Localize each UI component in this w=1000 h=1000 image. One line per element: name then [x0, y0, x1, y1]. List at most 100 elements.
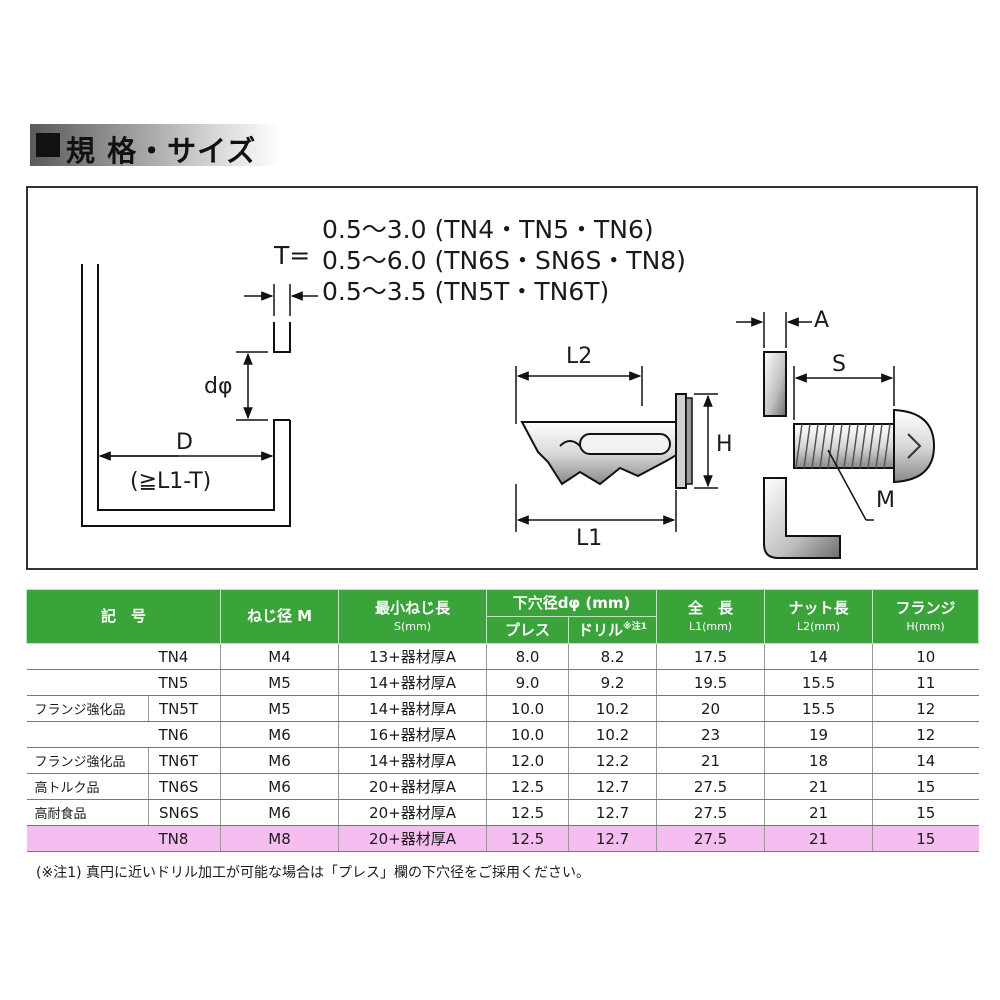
cell-variant: [26, 643, 149, 670]
panel-cross-section: [81, 264, 291, 527]
cell-l1: 27.5: [656, 825, 765, 852]
cell-variant: フランジ強化品: [26, 747, 149, 774]
cell-drill: 12.7: [568, 825, 657, 852]
header-thread: ねじ径 M: [220, 589, 340, 644]
cell-l1: 27.5: [656, 773, 765, 800]
dimension-diagram: 0.5～3.0 (TN4・TN5・TN6) T= 0.5～6.0 (TN6S・S…: [26, 186, 978, 570]
header-nut-unit: L2(mm): [796, 619, 841, 633]
header-drill-note: ※注1: [623, 621, 648, 632]
header-nut-label: ナット長: [788, 599, 849, 617]
dphi-label: dφ: [204, 374, 233, 399]
cell-l1: 23: [656, 721, 765, 748]
cell-code: TN5: [148, 669, 221, 696]
cell-code: TN8: [148, 825, 221, 852]
cell-h: 11: [872, 669, 979, 696]
cell-m: M6: [220, 799, 339, 826]
cell-drill: 10.2: [568, 695, 657, 722]
cell-variant: フランジ強化品: [26, 695, 149, 722]
cell-code: TN6T: [147, 747, 221, 774]
nut-dimensions: [515, 366, 718, 532]
cell-m: M8: [220, 825, 339, 852]
section-heading: 規 格・サイズ: [30, 124, 280, 168]
cell-s: 14+器材厚A: [338, 747, 487, 774]
cell-press: 9.0: [486, 669, 569, 696]
cell-l2: 15.5: [764, 695, 873, 722]
footnote: (※注1) 真円に近いドリル加工が可能な場合は「プレス」欄の下穴径をご採用くださ…: [36, 865, 591, 881]
d-condition-label: (≧L1-T): [130, 469, 212, 494]
h-label: H: [716, 432, 733, 457]
cell-m: M6: [220, 747, 339, 774]
header-drill: ドリル※注1: [568, 616, 658, 644]
header-code: 記 号: [25, 589, 222, 644]
cell-variant: [26, 825, 149, 852]
cell-code: TN4: [148, 643, 221, 670]
heading-square-marker: [36, 133, 60, 157]
cell-s: 14+器材厚A: [338, 669, 487, 696]
table-header-row-1: 記 号 ねじ径 M 最小ねじ長 S(mm) 下穴径dφ (mm) 全 長 L1(…: [25, 589, 980, 644]
header-nut: ナット長 L2(mm): [764, 589, 874, 644]
cell-drill: 12.7: [568, 773, 657, 800]
cell-l1: 19.5: [656, 669, 765, 696]
cell-h: 12: [872, 695, 979, 722]
dphi-dimension: [236, 351, 268, 421]
cell-s: 16+器材厚A: [338, 721, 487, 748]
cell-l2: 19: [764, 721, 873, 748]
a-label: A: [814, 308, 830, 333]
cell-drill: 12.2: [568, 747, 657, 774]
t-range-line-2: 0.5～6.0 (TN6S・SN6S・TN8): [322, 246, 686, 275]
screw-dimensions: [736, 312, 895, 521]
cell-code: TN6S: [147, 773, 221, 800]
cell-drill: 9.2: [568, 669, 657, 696]
header-total: 全 長 L1(mm): [656, 589, 766, 644]
cell-s: 20+器材厚A: [338, 799, 487, 826]
cell-l2: 21: [764, 825, 873, 852]
m-label: M: [876, 488, 895, 513]
l2-label: L2: [566, 344, 593, 369]
header-min-length-unit: S(mm): [394, 619, 432, 633]
cell-variant: [26, 669, 149, 696]
t-dimension: [244, 284, 318, 316]
cell-code: SN6S: [147, 799, 221, 826]
cell-press: 8.0: [486, 643, 569, 670]
cell-code: TN5T: [147, 695, 221, 722]
cell-l1: 27.5: [656, 799, 765, 826]
cell-drill: 10.2: [568, 721, 657, 748]
cell-h: 15: [872, 825, 979, 852]
cell-m: M6: [220, 773, 339, 800]
cell-press: 10.0: [486, 695, 569, 722]
cell-l1: 17.5: [656, 643, 765, 670]
cell-code: TN6: [148, 721, 221, 748]
cell-variant: 高耐食品: [26, 799, 149, 826]
cell-variant: 高トルク品: [26, 773, 149, 800]
heading-title: 規 格・サイズ: [66, 134, 257, 168]
cell-press: 12.5: [486, 825, 569, 852]
cell-drill: 8.2: [568, 643, 657, 670]
cell-h: 15: [872, 773, 979, 800]
header-min-length: 最小ねじ長 S(mm): [338, 589, 488, 644]
header-flange-unit: H(mm): [906, 619, 945, 633]
cell-h: 14: [872, 747, 979, 774]
header-min-length-label: 最小ねじ長: [375, 599, 451, 617]
spec-table: 記 号 ねじ径 M 最小ねじ長 S(mm) 下穴径dφ (mm) 全 長 L1(…: [25, 589, 980, 852]
t-range-line-3: 0.5～3.5 (TN5T・TN6T): [322, 277, 610, 306]
cell-l2: 18: [764, 747, 873, 774]
l1-label: L1: [576, 526, 603, 551]
cell-h: 10: [872, 643, 979, 670]
header-flange: フランジ H(mm): [872, 589, 980, 644]
cell-press: 12.5: [486, 799, 569, 826]
cell-press: 10.0: [486, 721, 569, 748]
diagram-drawing: [81, 264, 936, 559]
cell-s: 13+器材厚A: [338, 643, 487, 670]
header-hole: 下穴径dφ (mm): [486, 589, 658, 617]
cell-h: 15: [872, 799, 979, 826]
header-flange-label: フランジ: [895, 599, 956, 617]
header-press: プレス: [486, 616, 570, 644]
nut-drawing: [520, 393, 693, 489]
header-total-unit: L1(mm): [688, 619, 733, 633]
